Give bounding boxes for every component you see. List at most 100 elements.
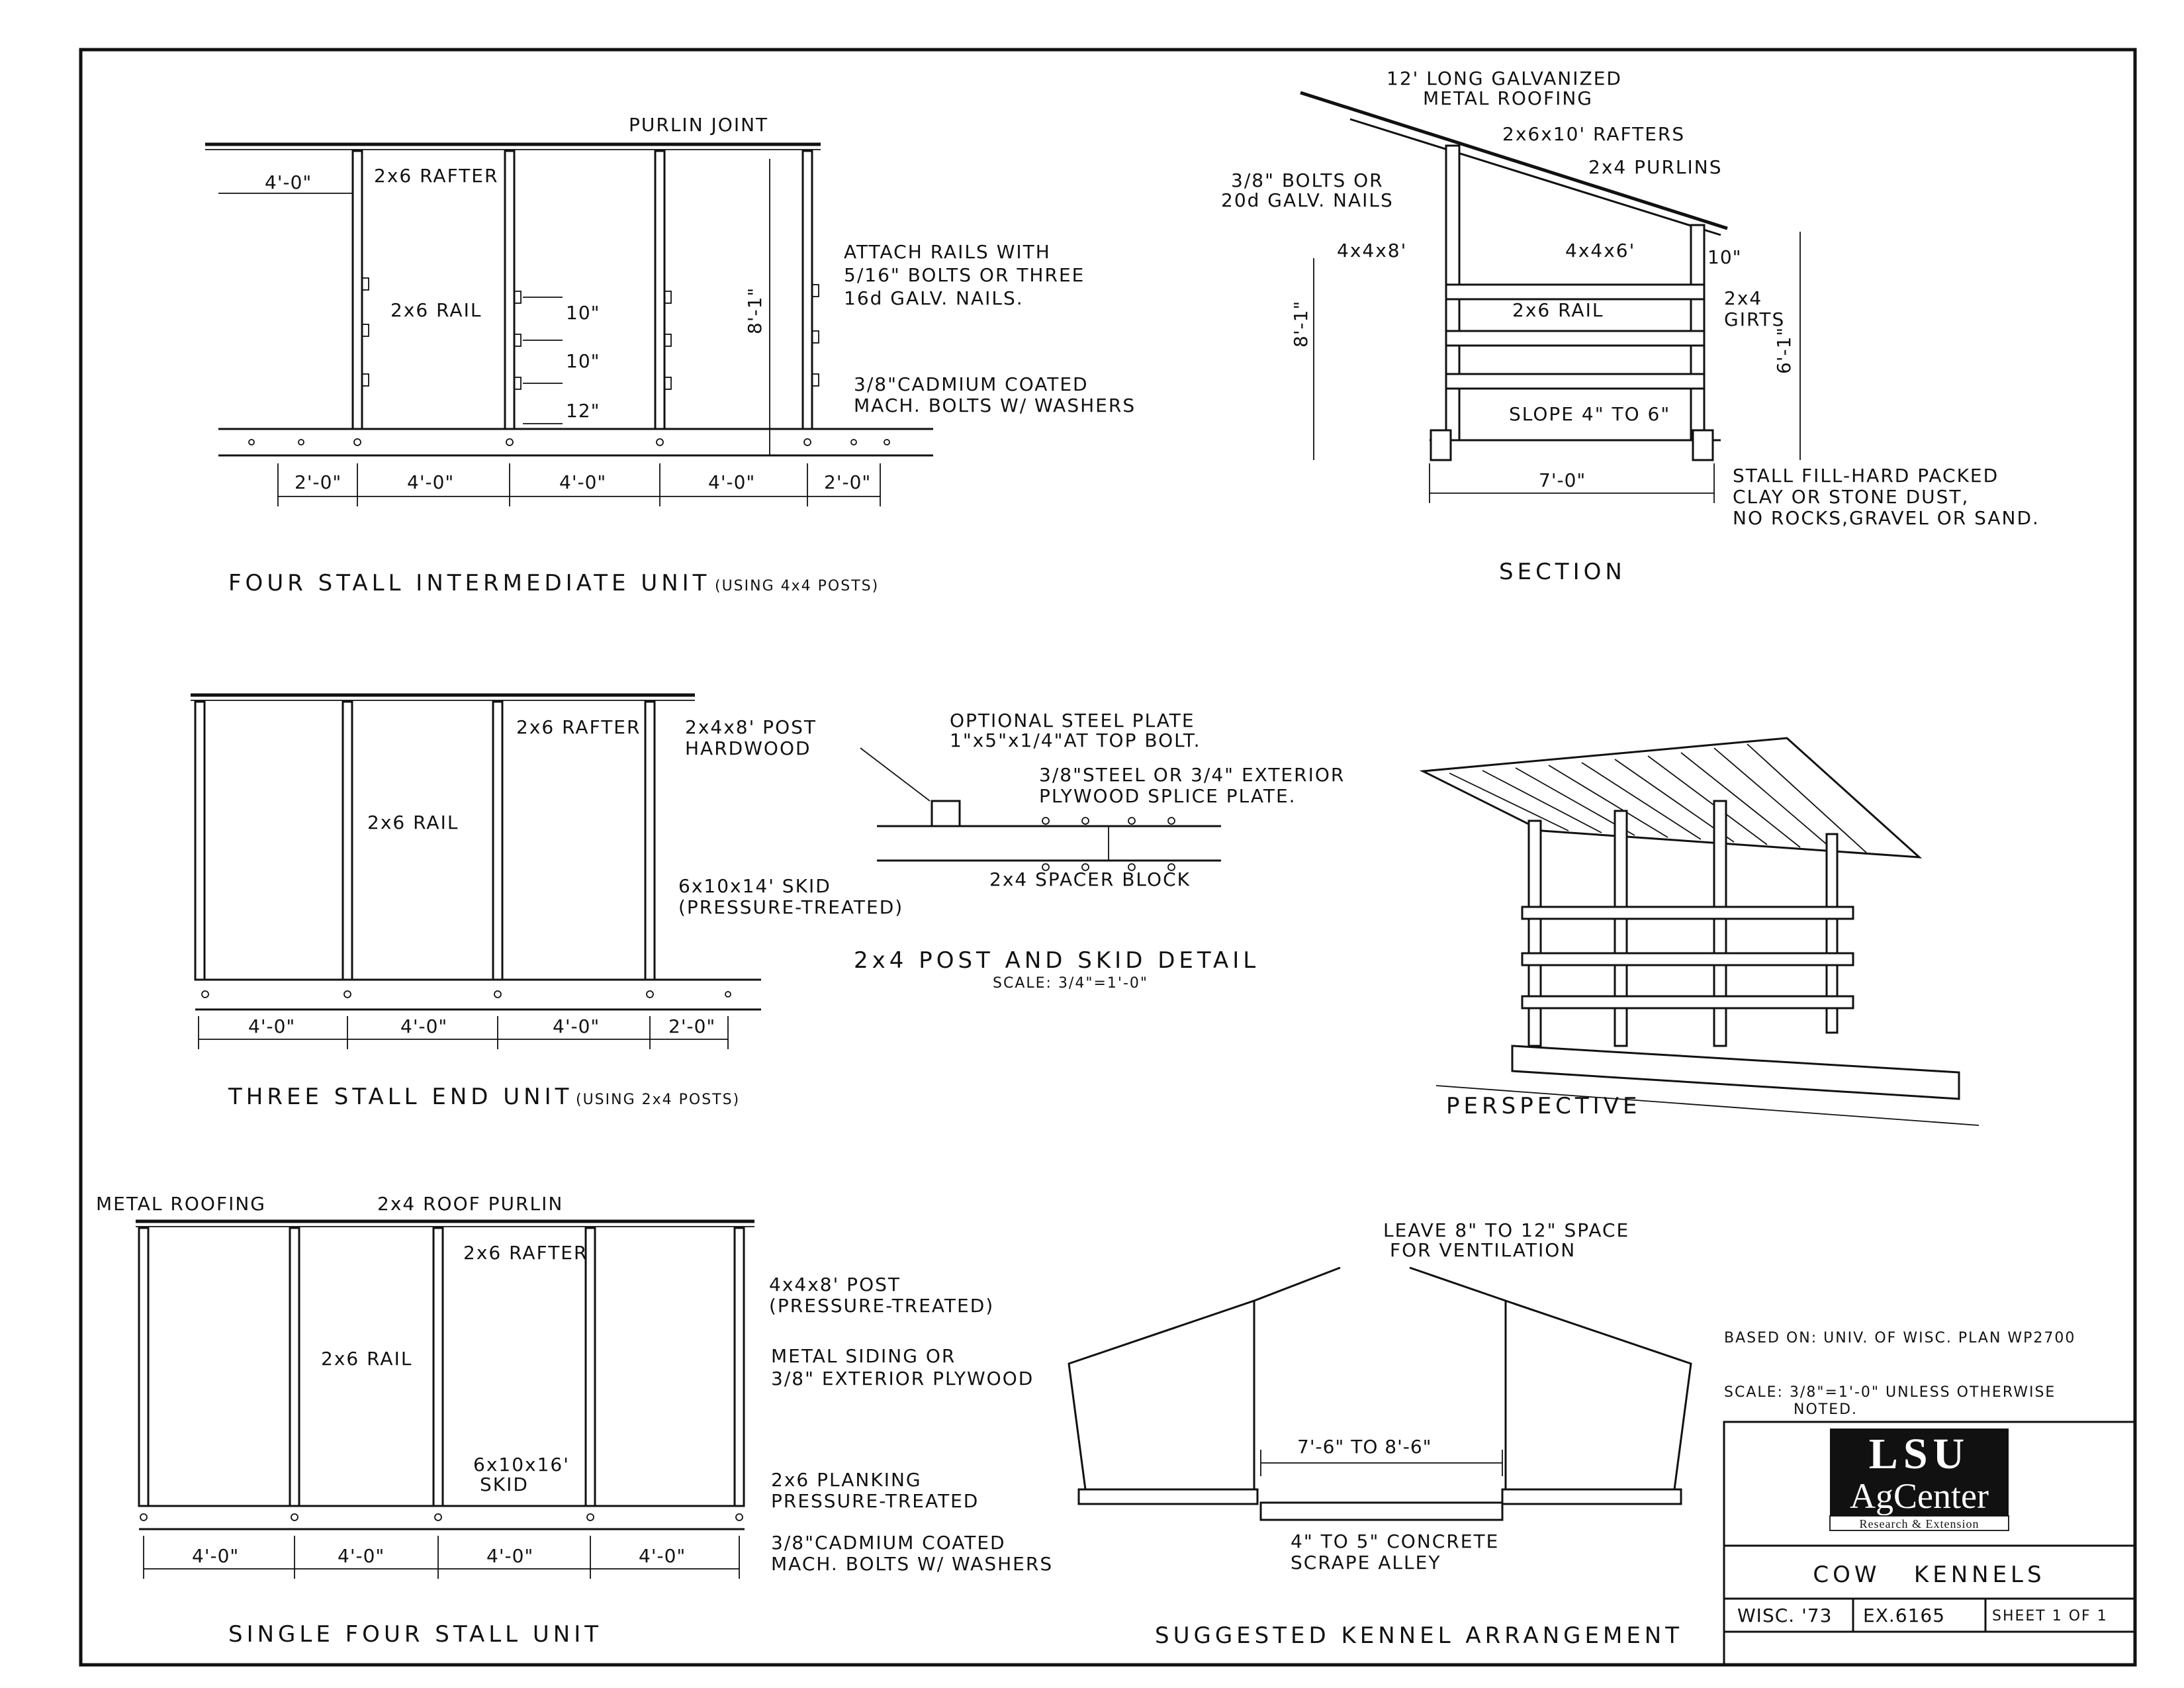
attach-note-2: 5/16" BOLTS OR THREE (844, 264, 1085, 286)
alley-label-1: 4" TO 5" CONCRETE (1291, 1530, 1499, 1552)
single-post-label-1: 4x4x8' POST (769, 1274, 901, 1295)
rail-spacing-3: 12" (566, 400, 600, 422)
end-post-label-2: HARDWOOD (685, 737, 811, 759)
single-four-stall-unit: METAL ROOFING 2x4 ROOF PURLIN 2x6 RAFTER… (96, 1193, 1053, 1648)
drawing-name: COW KENNELS (1813, 1562, 2045, 1588)
bolts-label-1: 3/8" BOLTS OR (1231, 169, 1384, 191)
depth-dim: 7'-0" (1539, 469, 1586, 491)
height-back-dim: 8'-1" (1290, 301, 1312, 348)
post-front-label: 4x4x6' (1565, 240, 1635, 261)
end-post-label-1: 2x4x8' POST (685, 716, 817, 738)
rail-spacing-1: 10" (566, 302, 600, 324)
front-gap-label: 10" (1707, 246, 1742, 268)
single-post-label-2: (PRESSURE-TREATED) (769, 1295, 994, 1317)
bolts-label-2: 20d GALV. NAILS (1221, 189, 1394, 211)
attach-note-3: 16d GALV. NAILS. (844, 287, 1024, 309)
three-stall-end-unit: 2x6 RAFTER 2x4x8' POST HARDWOOD 2x6 RAIL… (191, 693, 903, 1110)
bolts-note-1: 3/8"CADMIUM COATED (854, 373, 1089, 395)
four-stall-title-note: (USING 4x4 POSTS) (715, 578, 879, 594)
detail-scale: SCALE: 3/4"=1'-0" (993, 975, 1148, 992)
section-rail-label: 2x6 RAIL (1512, 299, 1604, 321)
four-stall-intermediate-unit: PURLIN JOINT 2x6 RAFTER 4'-0" 2x6 RAIL 1… (205, 114, 1136, 596)
splice-label-2: PLYWOOD SPLICE PLATE. (1039, 785, 1297, 807)
purlins-label: 2x4 PURLINS (1588, 156, 1723, 178)
siding-label-2: 3/8" EXTERIOR PLYWOOD (771, 1368, 1034, 1389)
single-dim-1: 4'-0" (192, 1545, 239, 1567)
steel-plate-label-1: OPTIONAL STEEL PLATE (950, 710, 1195, 731)
kennel-title: SUGGESTED KENNEL ARRANGEMENT (1155, 1622, 1683, 1649)
end-dim-2: 4'-0" (400, 1015, 447, 1037)
three-stall-title: THREE STALL END UNIT (228, 1084, 572, 1110)
alley-label-2: SCRAPE ALLEY (1291, 1552, 1441, 1573)
metal-roofing-label: METAL ROOFING (96, 1193, 266, 1215)
detail-title: 2x4 POST AND SKID DETAIL (854, 947, 1259, 974)
slope-label: SLOPE 4" TO 6" (1509, 403, 1670, 425)
rail-spacing-2: 10" (566, 350, 600, 372)
fill-note-2: CLAY OR STONE DUST, (1733, 486, 1969, 508)
perspective-view: PERSPECTIVE (1419, 737, 1979, 1126)
girts-label-1: 2x4 (1724, 287, 1762, 309)
bottom-dim-2: 4'-0" (407, 471, 454, 493)
fill-note-1: STALL FILL-HARD PACKED (1733, 465, 1999, 487)
fill-note-3: NO ROCKS,GRAVEL OR SAND. (1733, 507, 2040, 529)
end-skid-label-2: (PRESSURE-TREATED) (678, 896, 903, 918)
splice-label-1: 3/8"STEEL OR 3/4" EXTERIOR (1039, 764, 1345, 786)
three-stall-title-note: (USING 2x4 POSTS) (576, 1092, 740, 1108)
roofing-label-1: 12' LONG GALVANIZED (1387, 68, 1622, 89)
single-skid-label-1: 6x10x16' (473, 1454, 570, 1476)
single-four-stall-title: SINGLE FOUR STALL UNIT (228, 1621, 602, 1648)
four-stall-title: FOUR STALL INTERMEDIATE UNIT (228, 570, 710, 596)
single-bolts-label-1: 3/8"CADMIUM COATED (771, 1532, 1006, 1554)
attach-note-1: ATTACH RAILS WITH (844, 241, 1051, 263)
end-rafter-label: 2x6 RAFTER (516, 716, 641, 738)
roof-purlin-label: 2x4 ROOF PURLIN (377, 1193, 563, 1215)
logo-mid: AgCenter (1850, 1476, 1989, 1516)
origin-cell: WISC. '73 (1737, 1605, 1832, 1626)
ex-number-cell: EX.6165 (1863, 1605, 1945, 1626)
single-bolts-label-2: MACH. BOLTS W/ WASHERS (771, 1553, 1053, 1575)
rail-label: 2x6 RAIL (390, 299, 482, 321)
siding-label-1: METAL SIDING OR (771, 1345, 956, 1367)
logo-top: LSU (1869, 1430, 1970, 1478)
bolts-note-2: MACH. BOLTS W/ WASHERS (854, 395, 1136, 416)
height-front-dim: 6'-1" (1773, 327, 1795, 374)
logo-top-block (1830, 1429, 2009, 1475)
single-dim-2: 4'-0" (338, 1545, 385, 1567)
bottom-dim-1: 2'-0" (295, 471, 341, 493)
single-dim-4: 4'-0" (639, 1545, 686, 1567)
ventilation-label-2: FOR VENTILATION (1390, 1239, 1576, 1261)
perspective-title: PERSPECTIVE (1446, 1093, 1641, 1119)
section-view: 12' LONG GALVANIZED METAL ROOFING 2x6x10… (1221, 68, 2040, 585)
scale-note-1: SCALE: 3/8"=1'-0" UNLESS OTHERWISE (1724, 1384, 2056, 1401)
bottom-dim-3: 4'-0" (559, 471, 606, 493)
planking-label-1: 2x6 PLANKING (771, 1469, 922, 1491)
sheet-border (79, 48, 2137, 1667)
bottom-dim-4: 4'-0" (708, 471, 755, 493)
bottom-dim-5: 2'-0" (824, 471, 871, 493)
post-back-label: 4x4x8' (1337, 240, 1407, 261)
alley-width-dim: 7'-6" TO 8'-6" (1297, 1436, 1432, 1458)
girts-label-2: GIRTS (1724, 308, 1785, 330)
planking-label-2: PRESSURE-TREATED (771, 1490, 979, 1512)
post-skid-detail: OPTIONAL STEEL PLATE 1"x5"x1/4"AT TOP BO… (854, 710, 1345, 992)
title-block: BASED ON: UNIV. OF WISC. PLAN WP2700 SCA… (1723, 1330, 2136, 1666)
overhang-dim: 4'-0" (265, 171, 312, 193)
section-title: SECTION (1499, 559, 1626, 585)
sheet-cell: SHEET 1 OF 1 (1992, 1608, 2108, 1624)
end-dim-3: 4'-0" (553, 1015, 600, 1037)
end-skid-label-1: 6x10x14' SKID (678, 875, 831, 897)
single-rafter-label: 2x6 RAFTER (463, 1242, 588, 1264)
ventilation-label-1: LEAVE 8" TO 12" SPACE (1383, 1219, 1629, 1241)
end-dim-4: 2'-0" (668, 1015, 715, 1037)
logo-mid-block (1830, 1475, 2009, 1516)
single-rail-label: 2x6 RAIL (321, 1348, 412, 1370)
spacer-label: 2x4 SPACER BLOCK (989, 868, 1191, 890)
based-on-note: BASED ON: UNIV. OF WISC. PLAN WP2700 (1724, 1330, 2075, 1346)
steel-plate-label-2: 1"x5"x1/4"AT TOP BOLT. (950, 729, 1201, 751)
roofing-label-2: METAL ROOFING (1423, 87, 1593, 109)
rafters-label: 2x6x10' RAFTERS (1502, 123, 1685, 145)
height-dim: 8'-1" (744, 287, 766, 334)
purlin-joint-label: PURLIN JOINT (629, 114, 768, 136)
end-rail-label: 2x6 RAIL (367, 812, 459, 833)
